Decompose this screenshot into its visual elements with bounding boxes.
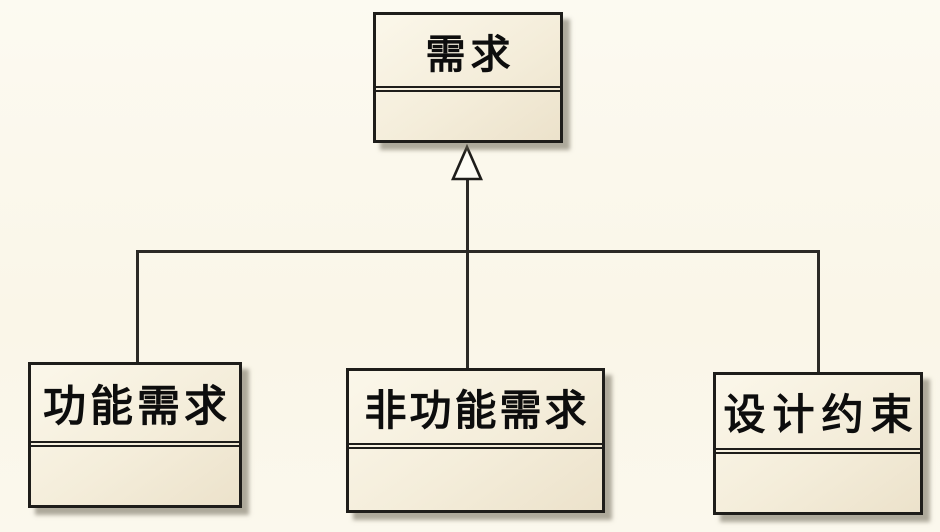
generalization-arrowhead-icon (451, 144, 483, 181)
class-box-functional-requirement[interactable]: 功能需求 (28, 362, 242, 508)
connector-right-vertical (817, 250, 820, 372)
compartment-divider (376, 86, 560, 92)
class-name-label: 非功能需求 (364, 385, 590, 435)
connector-horizontal-bus (137, 250, 820, 253)
connector-center-vertical (466, 178, 469, 368)
class-box-requirement[interactable]: 需求 (373, 12, 563, 143)
attributes-compartment (716, 454, 920, 512)
attributes-compartment (31, 447, 239, 505)
compartment-divider (716, 448, 920, 454)
class-name-label: 功能需求 (43, 382, 231, 432)
attributes-compartment (376, 92, 560, 140)
class-name-label: 需求 (425, 31, 516, 78)
attributes-compartment (349, 449, 602, 510)
compartment-divider (31, 441, 239, 447)
class-box-nonfunctional-requirement[interactable]: 非功能需求 (346, 368, 605, 513)
class-name-label: 设计约束 (723, 390, 920, 439)
class-box-design-constraint[interactable]: 设计约束 (713, 372, 923, 515)
compartment-divider (349, 443, 602, 449)
connector-left-vertical (136, 250, 139, 363)
